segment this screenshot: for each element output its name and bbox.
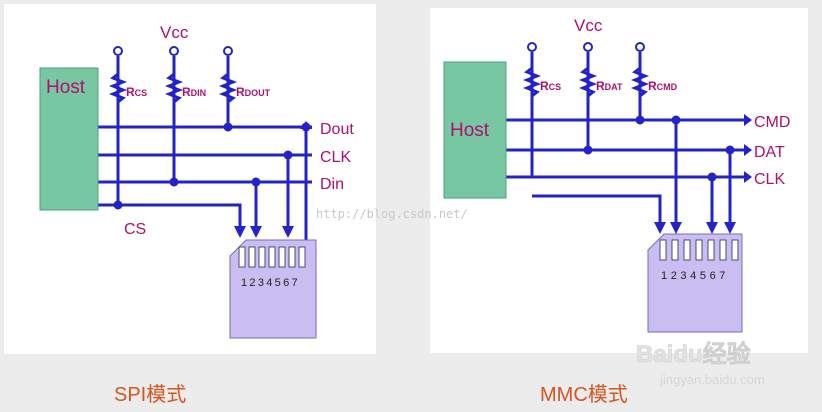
spi-rdout-sub: DOUT: [245, 88, 271, 98]
spi-rdin-sub: DIN: [191, 88, 207, 98]
mmc-dat-out-arrow: [744, 144, 752, 156]
mmc-vcc-terminal: [583, 42, 593, 52]
spi-junction: [169, 177, 179, 187]
mmc-card-pin: [659, 239, 667, 261]
mmc-card-pin: [719, 239, 727, 261]
spi-rcs-sub: CS: [135, 88, 148, 98]
mmc-vcc-label: Vcc: [574, 16, 603, 35]
spi-host-box: [39, 67, 99, 211]
spi-junction: [251, 177, 261, 187]
mmc-host-box: [443, 61, 507, 199]
baidu-watermark: Baidu经验: [636, 340, 751, 368]
spi-card-pin: [278, 246, 286, 268]
spi-signal-dout: Dout: [320, 121, 354, 138]
spi-rdout-label: RDOUT: [236, 85, 271, 99]
mmc-rcmd-resistor: [630, 66, 650, 98]
mmc-card-pin: [731, 239, 739, 261]
mmc-junction: [635, 115, 645, 125]
spi-junction: [223, 122, 233, 132]
mmc-cmd-arrow: [670, 222, 682, 234]
spi-host-label: Host: [46, 77, 86, 98]
spi-card-pin: [288, 246, 296, 268]
spi-pin-numbers: 1234567: [241, 277, 300, 289]
mmc-diagram: [506, 52, 744, 222]
mmc-vcc-terminal: [527, 42, 537, 52]
mmc-host-label: Host: [450, 120, 490, 141]
spi-caption: SPI模式: [114, 383, 186, 406]
mmc-rcmd-label: RCMD: [648, 79, 678, 93]
mmc-junction: [671, 115, 681, 125]
mmc-card-pin: [683, 239, 691, 261]
mmc-rcs-resistor: [522, 66, 542, 98]
spi-vcc-terminal: [113, 46, 123, 56]
spi-cs-arrow: [234, 226, 246, 238]
mmc-rdat-resistor: [578, 66, 598, 98]
spi-card-pin: [248, 246, 256, 268]
spi-rdout-resistor: [218, 72, 238, 104]
mmc-junction: [725, 145, 735, 155]
mmc-card-pin: [707, 239, 715, 261]
mmc-signal-dat: DAT: [754, 144, 785, 161]
spi-signal-cs: CS: [124, 221, 146, 238]
spi-signal-clk: CLK: [320, 149, 351, 166]
spi-dout-arrow: [300, 121, 312, 129]
mmc-signal-cmd: CMD: [754, 114, 790, 131]
spi-card-pins: [238, 246, 306, 268]
spi-clk-arrow: [282, 226, 294, 238]
mmc-signal-clk: CLK: [754, 171, 785, 188]
spi-rdin-label: RDIN: [182, 85, 206, 99]
spi-card-pin: [298, 246, 306, 268]
baidu-site-watermark: jingyan.baidu.com: [659, 372, 765, 387]
spi-junction: [283, 150, 293, 160]
mmc-clk-arrow: [706, 222, 718, 234]
spi-vcc-terminal: [223, 46, 233, 56]
mmc-rcs-sub: CS: [549, 82, 562, 92]
spi-rcs-label: RCS: [126, 85, 147, 99]
mmc-cmd-out-arrow: [744, 114, 752, 126]
mmc-card-pin: [671, 239, 679, 261]
spi-rcs-resistor: [108, 72, 128, 104]
mmc-caption: MMC模式: [540, 383, 628, 406]
mmc-card-pin: [695, 239, 703, 261]
mmc-pin-numbers: 1234567: [661, 270, 729, 282]
spi-vcc-terminal: [169, 46, 179, 56]
spi-din-arrow: [250, 226, 262, 238]
mmc-vcc-terminal: [635, 42, 645, 52]
mmc-dat-arrow: [724, 222, 736, 234]
spi-card-pin: [238, 246, 246, 268]
mmc-cs-line: [532, 194, 662, 222]
mmc-clk-out-arrow: [744, 171, 752, 183]
mmc-cs-arrow: [654, 222, 666, 234]
mmc-junction: [583, 145, 593, 155]
spi-card-pin: [258, 246, 266, 268]
spi-junction: [113, 200, 123, 210]
spi-cs-line: [98, 203, 242, 226]
mmc-junction: [707, 172, 717, 182]
mmc-card-pins: [659, 239, 739, 261]
spi-signal-din: Din: [320, 176, 344, 193]
spi-rdin-resistor: [164, 72, 184, 104]
mmc-rdat-label: RDAT: [596, 79, 623, 93]
spi-vcc-label: Vcc: [160, 23, 189, 42]
blog-url-watermark: http://blog.csdn.net/: [316, 207, 468, 221]
spi-card-pin: [268, 246, 276, 268]
mmc-rcs-label: RCS: [540, 79, 561, 93]
mmc-rcmd-sub: CMD: [657, 82, 678, 92]
mmc-rdat-sub: DAT: [605, 82, 623, 92]
